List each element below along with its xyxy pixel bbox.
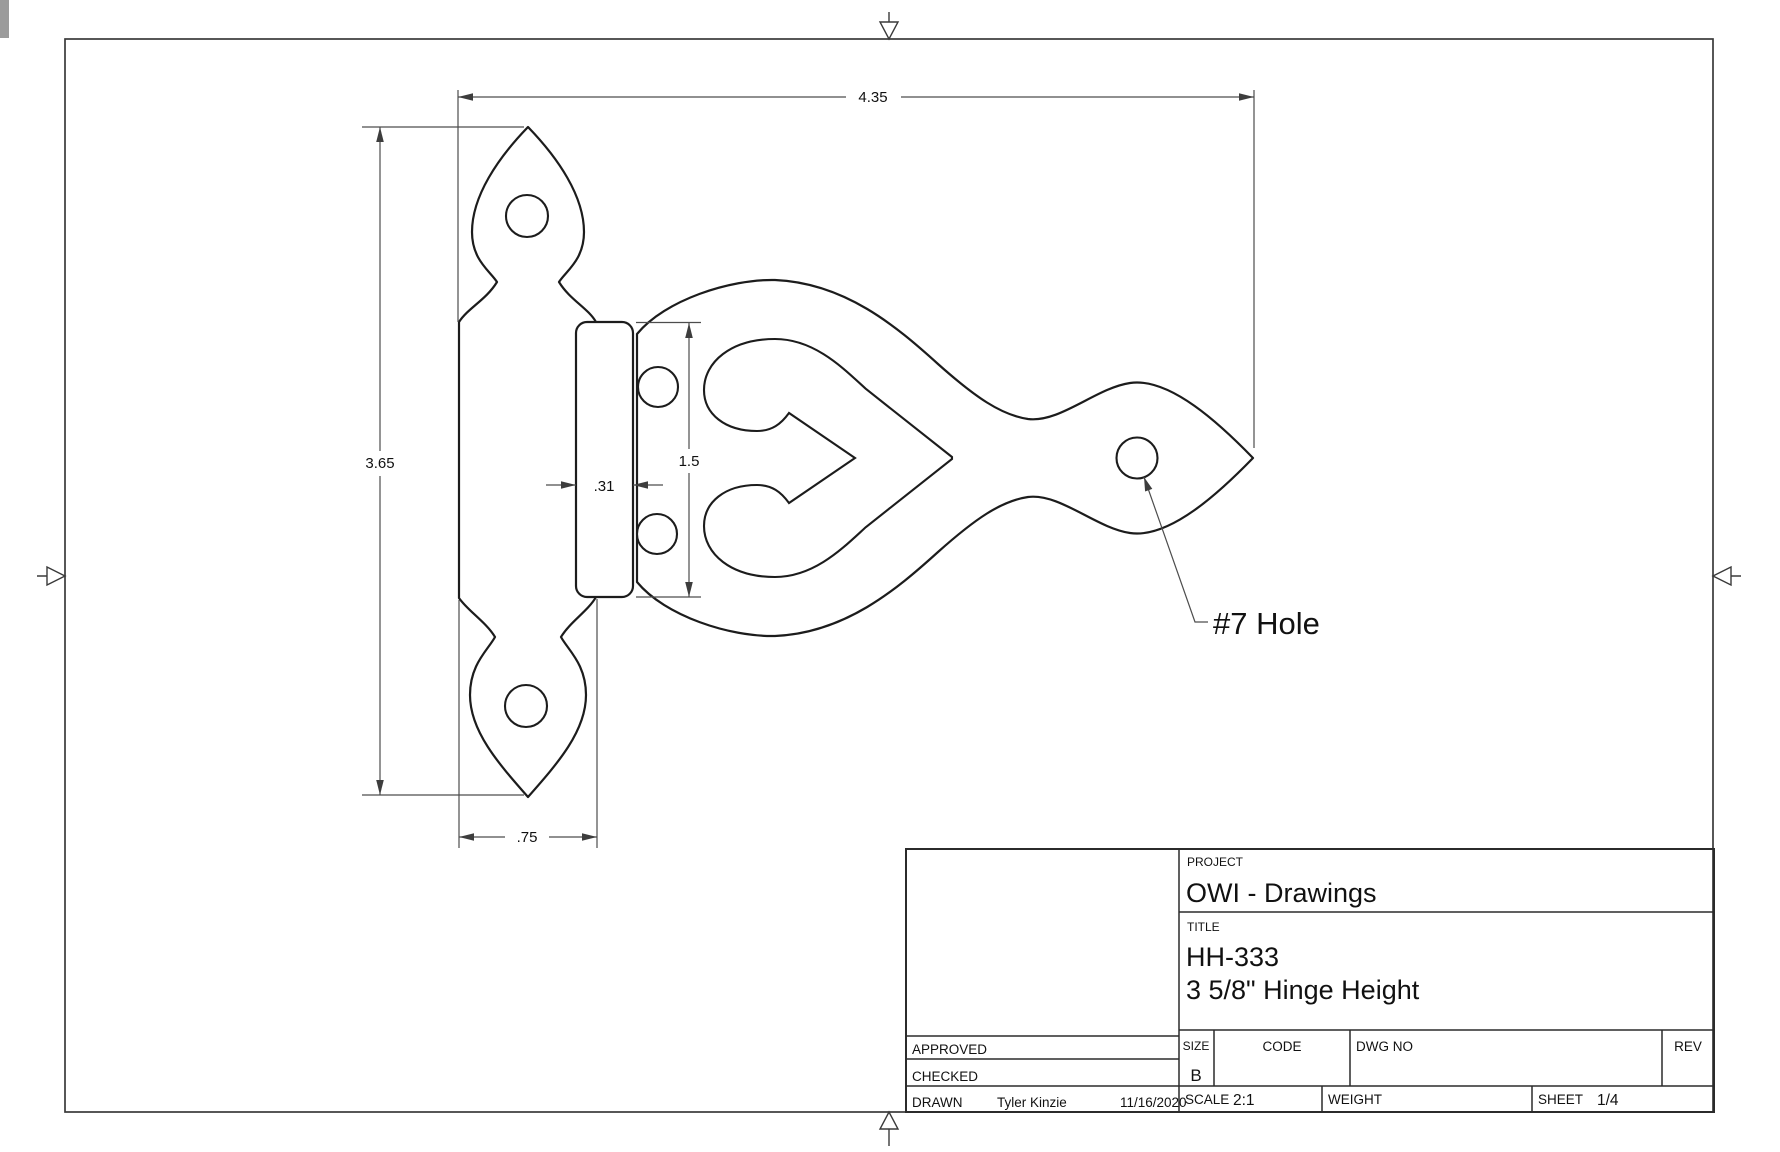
rev-label: REV xyxy=(1674,1039,1702,1054)
screen-edge-artifact xyxy=(0,0,9,38)
dimension-knuckle-height-15: 1.5 xyxy=(636,321,701,598)
title-label: TITLE xyxy=(1187,920,1220,934)
project-label: PROJECT xyxy=(1187,855,1244,869)
dimension-height-3-65: 3.65 xyxy=(362,126,524,796)
sheet-value: 1/4 xyxy=(1597,1092,1619,1109)
sheet-label: SHEET xyxy=(1538,1092,1583,1107)
hinge-views xyxy=(457,125,1255,799)
title-line1: HH-333 xyxy=(1186,942,1279,972)
dim-knuckle-height: 1.5 xyxy=(679,453,700,470)
hole-callout-label: #7 Hole xyxy=(1213,606,1320,641)
size-label: SIZE xyxy=(1183,1039,1210,1053)
scale-value: 2:1 xyxy=(1233,1092,1255,1109)
checked-label: CHECKED xyxy=(912,1069,978,1084)
drawn-label: DRAWN xyxy=(912,1095,963,1110)
title-block: PROJECT OWI - Drawings TITLE HH-333 3 5/… xyxy=(905,848,1715,1113)
size-value: B xyxy=(1190,1066,1201,1085)
heart-cutout xyxy=(702,337,954,579)
plate-hole-bottom xyxy=(503,683,549,729)
sheet-border xyxy=(37,12,1741,1146)
dimension-width-4-35: 4.35 xyxy=(457,89,1255,448)
dim-overall-height: 3.65 xyxy=(365,455,394,472)
hinge-knuckle xyxy=(574,320,635,599)
strap-hole-upper xyxy=(636,365,680,409)
strap-hole-lower xyxy=(635,512,679,556)
center-tick-left-icon xyxy=(37,565,67,587)
dim-plate-width: .75 xyxy=(517,829,538,846)
hole-callout: #7 Hole xyxy=(1143,476,1320,641)
hinge-left-plate-outline xyxy=(457,125,598,799)
scale-label: SCALE xyxy=(1185,1092,1229,1107)
dimension-plate-width-075: .75 xyxy=(458,599,598,848)
dwg-no-label: DWG NO xyxy=(1356,1039,1413,1054)
approved-label: APPROVED xyxy=(912,1042,987,1057)
number7-hole xyxy=(1115,436,1159,480)
drawn-date: 11/16/2020 xyxy=(1120,1095,1187,1110)
code-label: CODE xyxy=(1262,1039,1301,1054)
dimension-knuckle-width-031: .31 xyxy=(546,478,663,495)
weight-label: WEIGHT xyxy=(1328,1092,1382,1107)
center-tick-bottom-icon xyxy=(878,1110,900,1146)
title-line2: 3 5/8" Hinge Height xyxy=(1186,975,1420,1005)
dim-overall-width: 4.35 xyxy=(858,89,887,106)
plate-hole-top xyxy=(504,193,550,239)
drawn-name: Tyler Kinzie xyxy=(997,1095,1067,1110)
project-value: OWI - Drawings xyxy=(1186,878,1377,908)
center-tick-top-icon xyxy=(878,12,900,41)
center-tick-right-icon xyxy=(1711,565,1741,587)
dim-knuckle-width: .31 xyxy=(594,478,615,495)
